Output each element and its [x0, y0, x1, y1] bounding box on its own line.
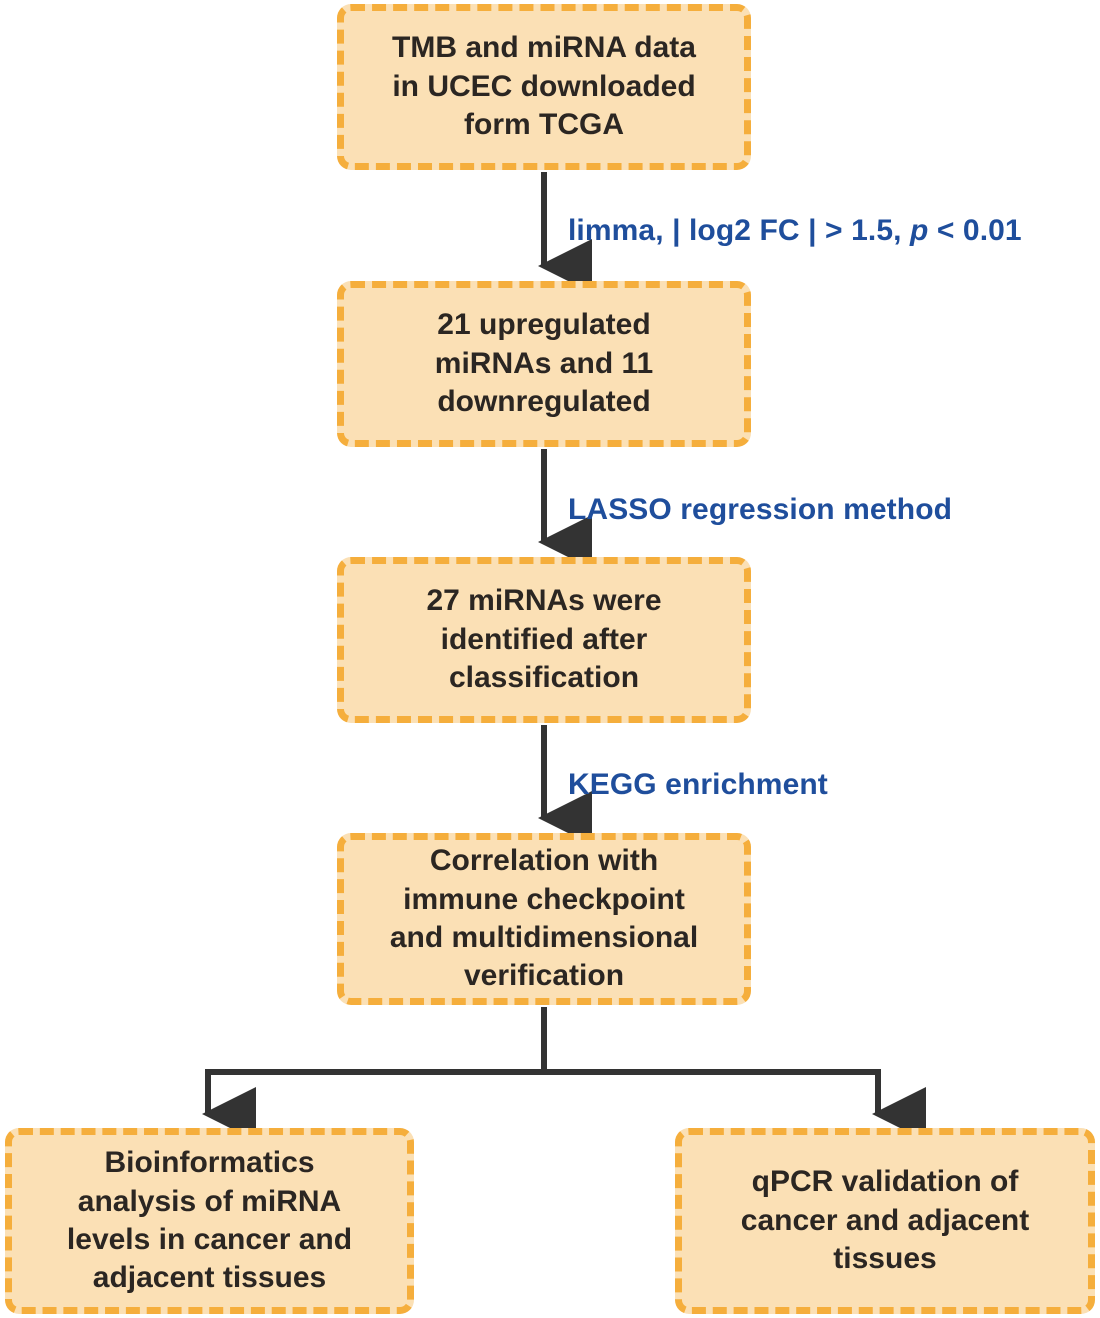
node-deg-counts: 21 upregulated miRNAs and 11 downregulat… [337, 281, 751, 447]
node-qpcr: qPCR validation of cancer and adjacent t… [675, 1128, 1095, 1314]
node-qpcr-label: qPCR validation of cancer and adjacent t… [740, 1165, 1030, 1276]
node-source-data-label: TMB and miRNA data in UCEC downloaded fo… [392, 31, 696, 142]
edge-label-lasso-text: LASSO regression method [568, 493, 953, 526]
node-correlation: Correlation with immune checkpoint and m… [337, 833, 751, 1005]
node-lasso-result: 27 miRNAs were identified after classifi… [337, 557, 751, 723]
node-lasso-result-label: 27 miRNAs were identified after classifi… [426, 584, 662, 695]
edge-label-limma-italic: p [910, 214, 929, 247]
node-bioinformatics-label: Bioinformatics analysis of miRNA levels … [66, 1146, 353, 1295]
node-source-data: TMB and miRNA data in UCEC downloaded fo… [337, 4, 751, 170]
node-bioinformatics: Bioinformatics analysis of miRNA levels … [5, 1128, 414, 1314]
node-deg-counts-label: 21 upregulated miRNAs and 11 downregulat… [434, 308, 654, 419]
node-correlation-label: Correlation with immune checkpoint and m… [389, 844, 699, 993]
edge-label-lasso: LASSO regression method [568, 493, 952, 527]
edge-label-limma-suffix: < 0.01 [928, 214, 1022, 247]
edge-label-kegg: KEGG enrichment [568, 768, 828, 802]
edge-label-limma-prefix: limma, | log2 FC | > 1.5, [568, 214, 910, 247]
edge-label-kegg-text: KEGG enrichment [568, 768, 828, 801]
edge-label-limma: limma, | log2 FC | > 1.5, p < 0.01 [568, 214, 1022, 248]
